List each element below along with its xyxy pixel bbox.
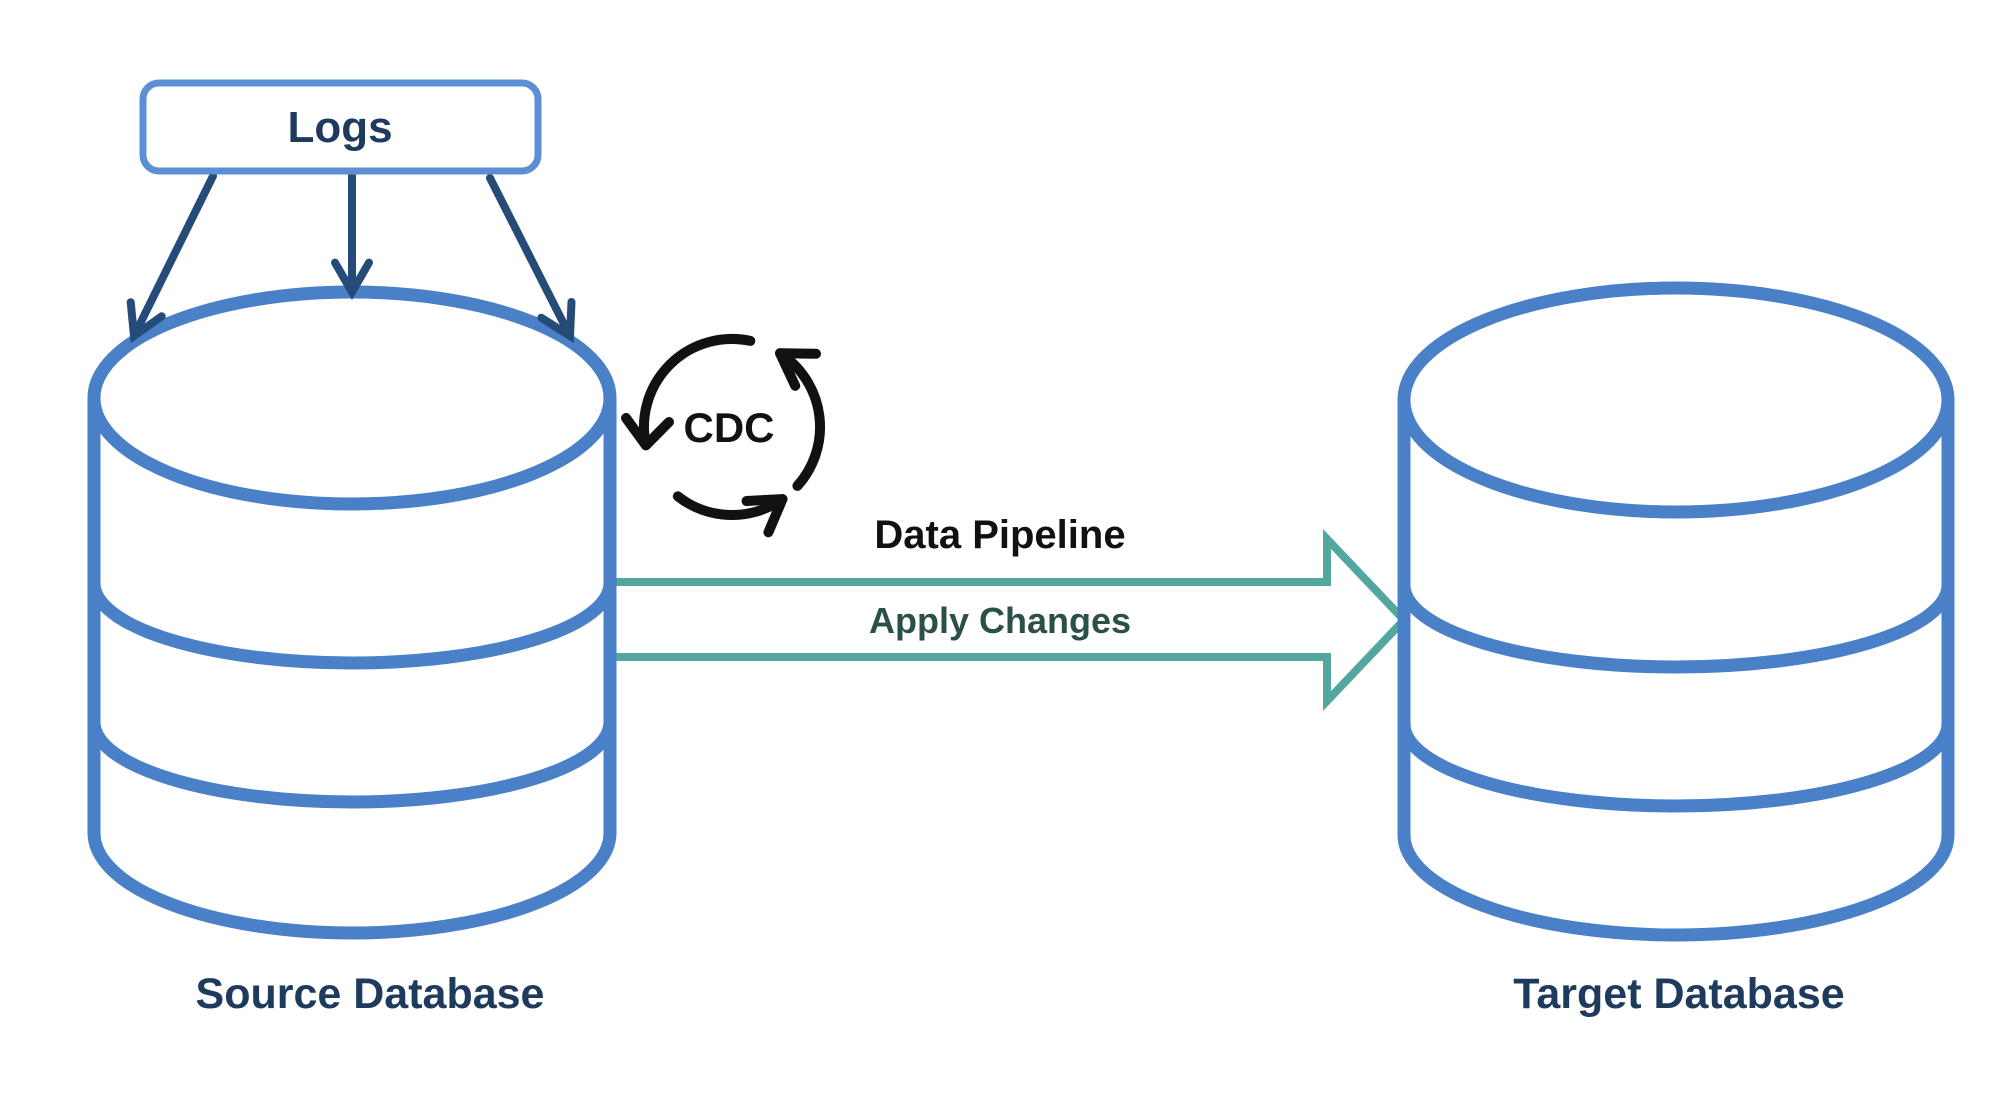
logs-arrow-left-head xyxy=(126,298,166,344)
logs-arrow-right-head xyxy=(537,298,576,344)
logs-arrow-middle xyxy=(331,172,373,300)
source-cylinder-band-upper xyxy=(87,582,617,670)
logs-to-source-arrows xyxy=(126,172,576,344)
source-database-label: Source Database xyxy=(196,970,545,1018)
source-database-cylinder xyxy=(87,285,617,940)
logs-arrow-left xyxy=(126,172,217,344)
cdc-label: CDC xyxy=(684,404,775,451)
cdc-arc-top xyxy=(639,334,756,451)
cdc-arc-right xyxy=(775,348,825,491)
apply-changes-label: Apply Changes xyxy=(869,600,1131,641)
cdc-arc-top-arrowhead xyxy=(621,413,674,451)
cdc-arc-bottom-arrowhead xyxy=(741,494,788,538)
target-database-label: Target Database xyxy=(1513,970,1844,1018)
source-cylinder-band-lower xyxy=(87,721,617,809)
cdc-arc-right-arrowhead xyxy=(775,348,821,391)
logs-arrow-right xyxy=(486,174,576,344)
source-cylinder-top xyxy=(87,285,617,511)
target-cylinder-band-upper xyxy=(1397,584,1955,674)
logs-box: Logs xyxy=(139,79,542,175)
logs-box-rect xyxy=(139,79,542,175)
target-database-cylinder xyxy=(1397,281,1955,942)
target-cylinder-top xyxy=(1397,281,1955,519)
cdc-cycle-icon xyxy=(621,334,825,538)
logs-label: Logs xyxy=(287,103,392,152)
target-cylinder-band-lower xyxy=(1397,723,1955,813)
data-pipeline-label: Data Pipeline xyxy=(874,513,1125,557)
cdc-arc-bottom xyxy=(672,491,788,520)
logs-arrow-middle-head xyxy=(331,258,373,300)
